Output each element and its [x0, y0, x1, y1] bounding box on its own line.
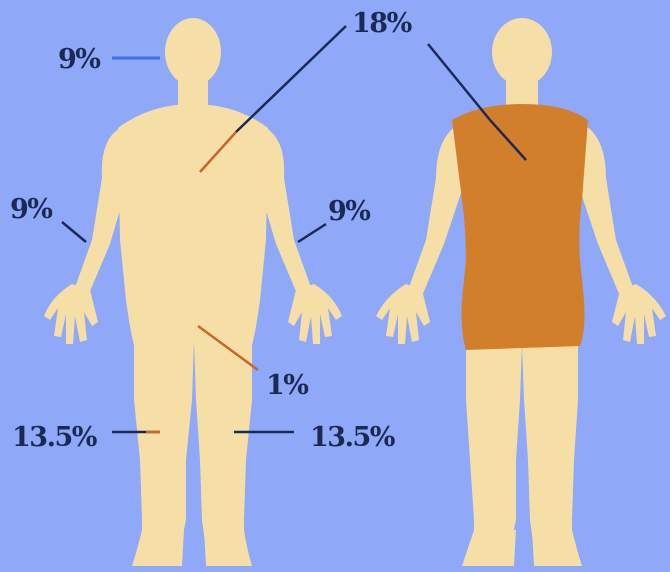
left-leg-percentage-label: 13.5%: [12, 422, 97, 453]
right-arm-percentage-label: 9%: [328, 196, 370, 227]
front-torso: [118, 104, 268, 345]
back-torso-highlighted-region: [452, 104, 588, 350]
back-head: [492, 18, 552, 86]
back-left-leg: [466, 344, 522, 550]
front-left-leg: [134, 340, 194, 550]
chest-percentage-label: 18%: [352, 8, 412, 39]
right-leg-percentage-label: 13.5%: [310, 422, 395, 453]
front-head: [165, 18, 221, 86]
groin-percentage-label: 1%: [266, 370, 308, 401]
front-right-leg: [194, 340, 252, 550]
left-arm-percentage-label: 9%: [10, 194, 52, 225]
front-right-foot: [204, 530, 252, 566]
back-right-leg: [522, 344, 578, 550]
head-percentage-label: 9%: [58, 44, 100, 75]
